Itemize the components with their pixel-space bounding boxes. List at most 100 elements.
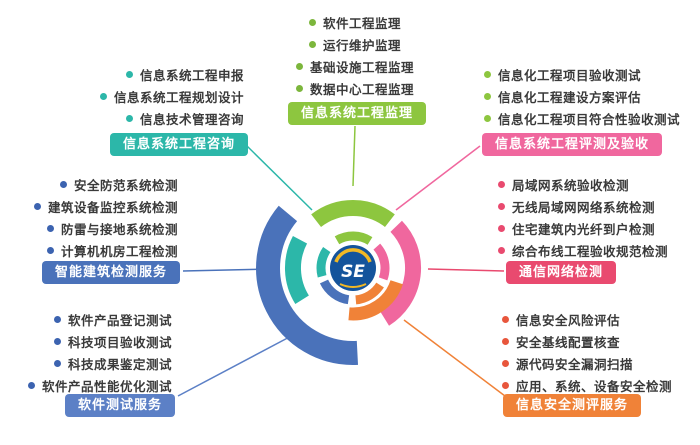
item-label: 运行维护监理 bbox=[322, 37, 401, 53]
category-label-evaluation: 信息系统工程评测及验收 bbox=[482, 133, 663, 156]
logo-swoosh-icon bbox=[334, 248, 372, 263]
list-item: 软件产品登记测试 bbox=[53, 311, 172, 328]
center-logo bbox=[330, 245, 376, 291]
list-item: 运行维护监理 bbox=[308, 36, 401, 53]
item-label: 源代码安全漏洞扫描 bbox=[516, 356, 634, 372]
rosette-arc bbox=[311, 200, 395, 228]
item-label: 安全基线配置核查 bbox=[516, 334, 621, 350]
list-item: 防雷与接地系统检测 bbox=[46, 220, 178, 237]
item-label: 无线局域网网络系统检测 bbox=[512, 199, 656, 215]
bullet-dot bbox=[125, 114, 133, 122]
item-label: 软件工程监理 bbox=[322, 15, 401, 31]
list-item: 安全基线配置核查 bbox=[502, 333, 621, 350]
logo-halo bbox=[327, 242, 379, 294]
connector-line bbox=[395, 145, 481, 211]
item-label: 计算机机房工程检测 bbox=[60, 243, 178, 259]
bullet-dot bbox=[498, 224, 505, 232]
connector-line bbox=[246, 145, 313, 211]
rosette-arc bbox=[373, 243, 390, 281]
bullet-dot bbox=[99, 92, 107, 100]
bullet-dot bbox=[46, 246, 54, 254]
list-item: 信息系统工程申报 bbox=[125, 66, 244, 83]
bullet-dot bbox=[484, 70, 491, 78]
bullet-dot bbox=[295, 62, 303, 70]
bullet-dot bbox=[53, 315, 61, 323]
bullet-dot bbox=[498, 180, 505, 188]
item-list-security: 信息安全风险评估 安全基线配置核查 源代码安全漏洞扫描 应用、系统、设备安全检测 bbox=[502, 311, 673, 394]
bullet-dot bbox=[308, 40, 316, 48]
list-item: 源代码安全漏洞扫描 bbox=[502, 355, 634, 372]
item-label: 信息安全风险评估 bbox=[516, 312, 621, 328]
list-item: 无线局域网网络系统检测 bbox=[498, 198, 656, 215]
list-item: 局域网系统验收检测 bbox=[498, 176, 630, 193]
rosette-arc bbox=[355, 282, 384, 305]
rosette-arc bbox=[319, 279, 350, 305]
category-label-network: 通信网络检测 bbox=[506, 261, 617, 284]
item-label: 综合布线工程验收规范检测 bbox=[512, 243, 669, 259]
item-list-supervision: 软件工程监理 运行维护监理 基础设施工程监理 数据中心工程监理 bbox=[240, 14, 470, 97]
item-label: 建筑设备监控系统检测 bbox=[47, 199, 178, 215]
list-item: 计算机机房工程检测 bbox=[46, 242, 178, 259]
list-item: 信息化工程建设方案评估 bbox=[484, 88, 642, 105]
item-label: 科技成果鉴定测试 bbox=[67, 356, 172, 372]
list-item: 软件产品性能优化测试 bbox=[27, 377, 172, 394]
rosette-arc bbox=[316, 247, 331, 278]
bullet-dot bbox=[295, 84, 303, 92]
category-label-consulting: 信息系统工程咨询 bbox=[109, 133, 248, 156]
item-label: 科技项目验收测试 bbox=[67, 334, 172, 350]
bullet-dot bbox=[33, 202, 41, 210]
list-item: 信息技术管理咨询 bbox=[125, 110, 244, 127]
item-list-software-testing: 软件产品登记测试 科技项目验收测试 科技成果鉴定测试 软件产品性能优化测试 bbox=[27, 311, 172, 394]
bullet-dot bbox=[502, 315, 509, 323]
rosette-arc bbox=[334, 231, 373, 245]
connector-line bbox=[352, 125, 356, 187]
connector-line bbox=[403, 319, 506, 397]
item-list-evaluation: 信息化工程项目验收测试 信息化工程建设方案评估 信息化工程项目符合性验收测试 bbox=[484, 66, 681, 127]
list-item: 数据中心工程监理 bbox=[295, 80, 414, 97]
list-item: 综合布线工程验收规范检测 bbox=[498, 242, 669, 259]
bullet-dot bbox=[498, 246, 505, 254]
item-label: 信息技术管理咨询 bbox=[139, 111, 244, 127]
category-label-software-testing: 软件测试服务 bbox=[64, 394, 175, 417]
item-list-intelligent-building: 安全防范系统检测 建筑设备监控系统检测 防雷与接地系统检测 计算机机房工程检测 bbox=[33, 176, 178, 259]
rosette-arc bbox=[285, 236, 310, 305]
item-label: 信息系统工程规划设计 bbox=[113, 89, 244, 105]
item-label: 信息系统工程申报 bbox=[139, 67, 244, 83]
list-item: 基础设施工程监理 bbox=[295, 58, 414, 75]
list-item: 科技成果鉴定测试 bbox=[53, 355, 172, 372]
item-label: 安全防范系统检测 bbox=[73, 177, 178, 193]
bullet-dot bbox=[53, 359, 61, 367]
list-item: 软件工程监理 bbox=[308, 14, 401, 31]
list-item: 科技项目验收测试 bbox=[53, 333, 172, 350]
item-label: 住宅建筑内光纤到户检测 bbox=[512, 221, 656, 237]
list-item: 信息化工程项目符合性验收测试 bbox=[484, 110, 681, 127]
list-item: 住宅建筑内光纤到户检测 bbox=[498, 220, 656, 237]
item-label: 局域网系统验收检测 bbox=[512, 177, 630, 193]
item-label: 信息化工程项目验收测试 bbox=[498, 67, 642, 83]
bullet-dot bbox=[53, 337, 61, 345]
rosette-arc bbox=[380, 220, 422, 326]
bullet-dot bbox=[46, 224, 54, 232]
item-list-consulting: 信息系统工程申报 信息系统工程规划设计 信息技术管理咨询 bbox=[99, 66, 244, 127]
category-label-supervision: 信息系统工程监理 bbox=[287, 102, 427, 125]
rosette-arc bbox=[256, 205, 359, 365]
list-item: 信息化工程项目验收测试 bbox=[484, 66, 642, 83]
logo-underline-icon bbox=[339, 283, 367, 288]
list-item: 信息系统工程规划设计 bbox=[99, 88, 244, 105]
bullet-dot bbox=[502, 359, 509, 367]
connector-line bbox=[427, 268, 505, 272]
bullet-dot bbox=[484, 114, 491, 122]
item-label: 软件产品登记测试 bbox=[67, 312, 172, 328]
item-list-network: 局域网系统验收检测 无线局域网网络系统检测 住宅建筑内光纤到户检测 综合布线工程… bbox=[498, 176, 669, 259]
item-label: 信息化工程建设方案评估 bbox=[498, 89, 642, 105]
bullet-dot bbox=[498, 202, 505, 210]
item-label: 信息化工程项目符合性验收测试 bbox=[498, 111, 681, 127]
item-label: 软件产品性能优化测试 bbox=[41, 378, 172, 394]
connector-line bbox=[177, 332, 298, 397]
item-label: 基础设施工程监理 bbox=[309, 59, 414, 75]
item-label: 数据中心工程监理 bbox=[309, 81, 414, 97]
item-label: 应用、系统、设备安全检测 bbox=[516, 378, 673, 394]
rosette-arc bbox=[348, 279, 403, 321]
bullet-dot bbox=[502, 337, 509, 345]
